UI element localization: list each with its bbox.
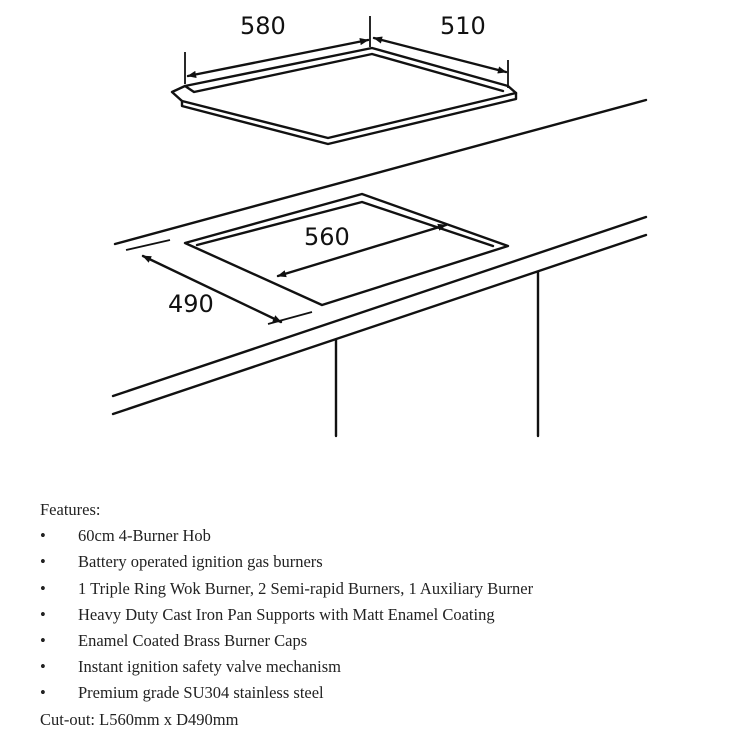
feature-text: 60cm 4-Burner Hob — [78, 526, 211, 546]
list-item: • Premium grade SU304 stainless steel — [40, 680, 720, 706]
cutout-size: Cut-out: L560mm x D490mm — [40, 709, 239, 729]
list-item: • Battery operated ignition gas burners — [40, 549, 720, 575]
feature-text: Heavy Duty Cast Iron Pan Supports with M… — [78, 604, 495, 624]
list-item: • Enamel Coated Brass Burner Caps — [40, 628, 720, 654]
bullet-icon: • — [40, 552, 46, 572]
hob-width-dimension: 580 — [184, 12, 371, 84]
list-item: • Instant ignition safety valve mechanism — [40, 654, 720, 680]
cutout-depth-label: 490 — [168, 290, 214, 318]
cabinet — [334, 270, 540, 438]
hob-width-label: 580 — [240, 12, 286, 40]
feature-text: Enamel Coated Brass Burner Caps — [78, 631, 308, 651]
bullet-icon: • — [40, 631, 46, 651]
bullet-icon: • — [40, 683, 46, 703]
countertop — [111, 98, 648, 416]
list-item: • 60cm 4-Burner Hob — [40, 523, 720, 549]
list-item: • Heavy Duty Cast Iron Pan Supports with … — [40, 602, 720, 628]
installation-diagram: 580 510 560 490 — [111, 12, 648, 438]
cutout-width-label: 560 — [304, 223, 350, 251]
hob-depth-dimension: 510 — [372, 12, 509, 88]
bullet-icon: • — [40, 578, 46, 598]
cutout-width-dimension: 560 — [276, 223, 448, 278]
cutout-depth-dimension: 490 — [125, 239, 313, 325]
features-section: Features: • 60cm 4-Burner Hob • Battery op… — [40, 497, 720, 733]
bullet-icon: • — [40, 604, 46, 624]
feature-text: 1 Triple Ring Wok Burner, 2 Semi-rapid B… — [78, 578, 534, 598]
hob-depth-label: 510 — [440, 12, 486, 40]
features-heading: Features: — [40, 500, 101, 519]
features-list: • 60cm 4-Burner Hob • Battery operated ign… — [40, 523, 720, 706]
feature-text: Premium grade SU304 stainless steel — [78, 683, 324, 703]
bullet-icon: • — [40, 526, 46, 546]
feature-text: Instant ignition safety valve mechanism — [78, 657, 342, 677]
feature-text: Battery operated ignition gas burners — [78, 552, 323, 572]
bullet-icon: • — [40, 657, 46, 677]
list-item: • 1 Triple Ring Wok Burner, 2 Semi-rapid … — [40, 576, 720, 602]
